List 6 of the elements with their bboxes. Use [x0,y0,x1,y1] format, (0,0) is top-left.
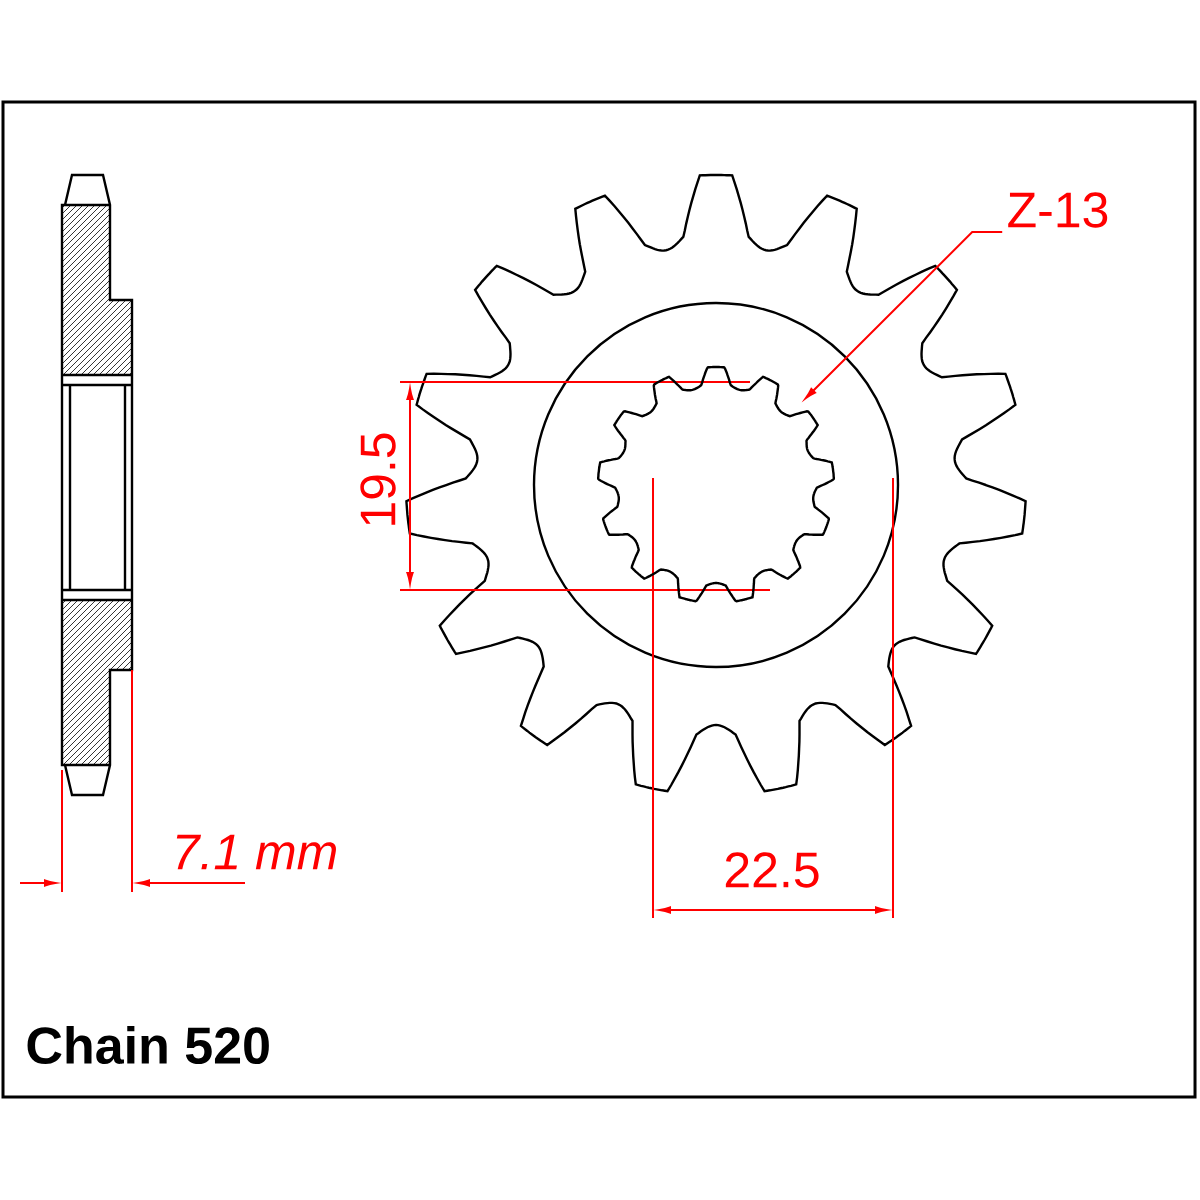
leader-label: Z-13 [1008,192,1108,228]
dimension-label: 19.5 [360,433,396,525]
dimension-label: 7.1 mm [176,834,336,870]
dimension-label: 22.5 [725,852,819,888]
spline-bore-drawing [597,365,835,603]
part-label: Chain 520 [27,1025,269,1065]
